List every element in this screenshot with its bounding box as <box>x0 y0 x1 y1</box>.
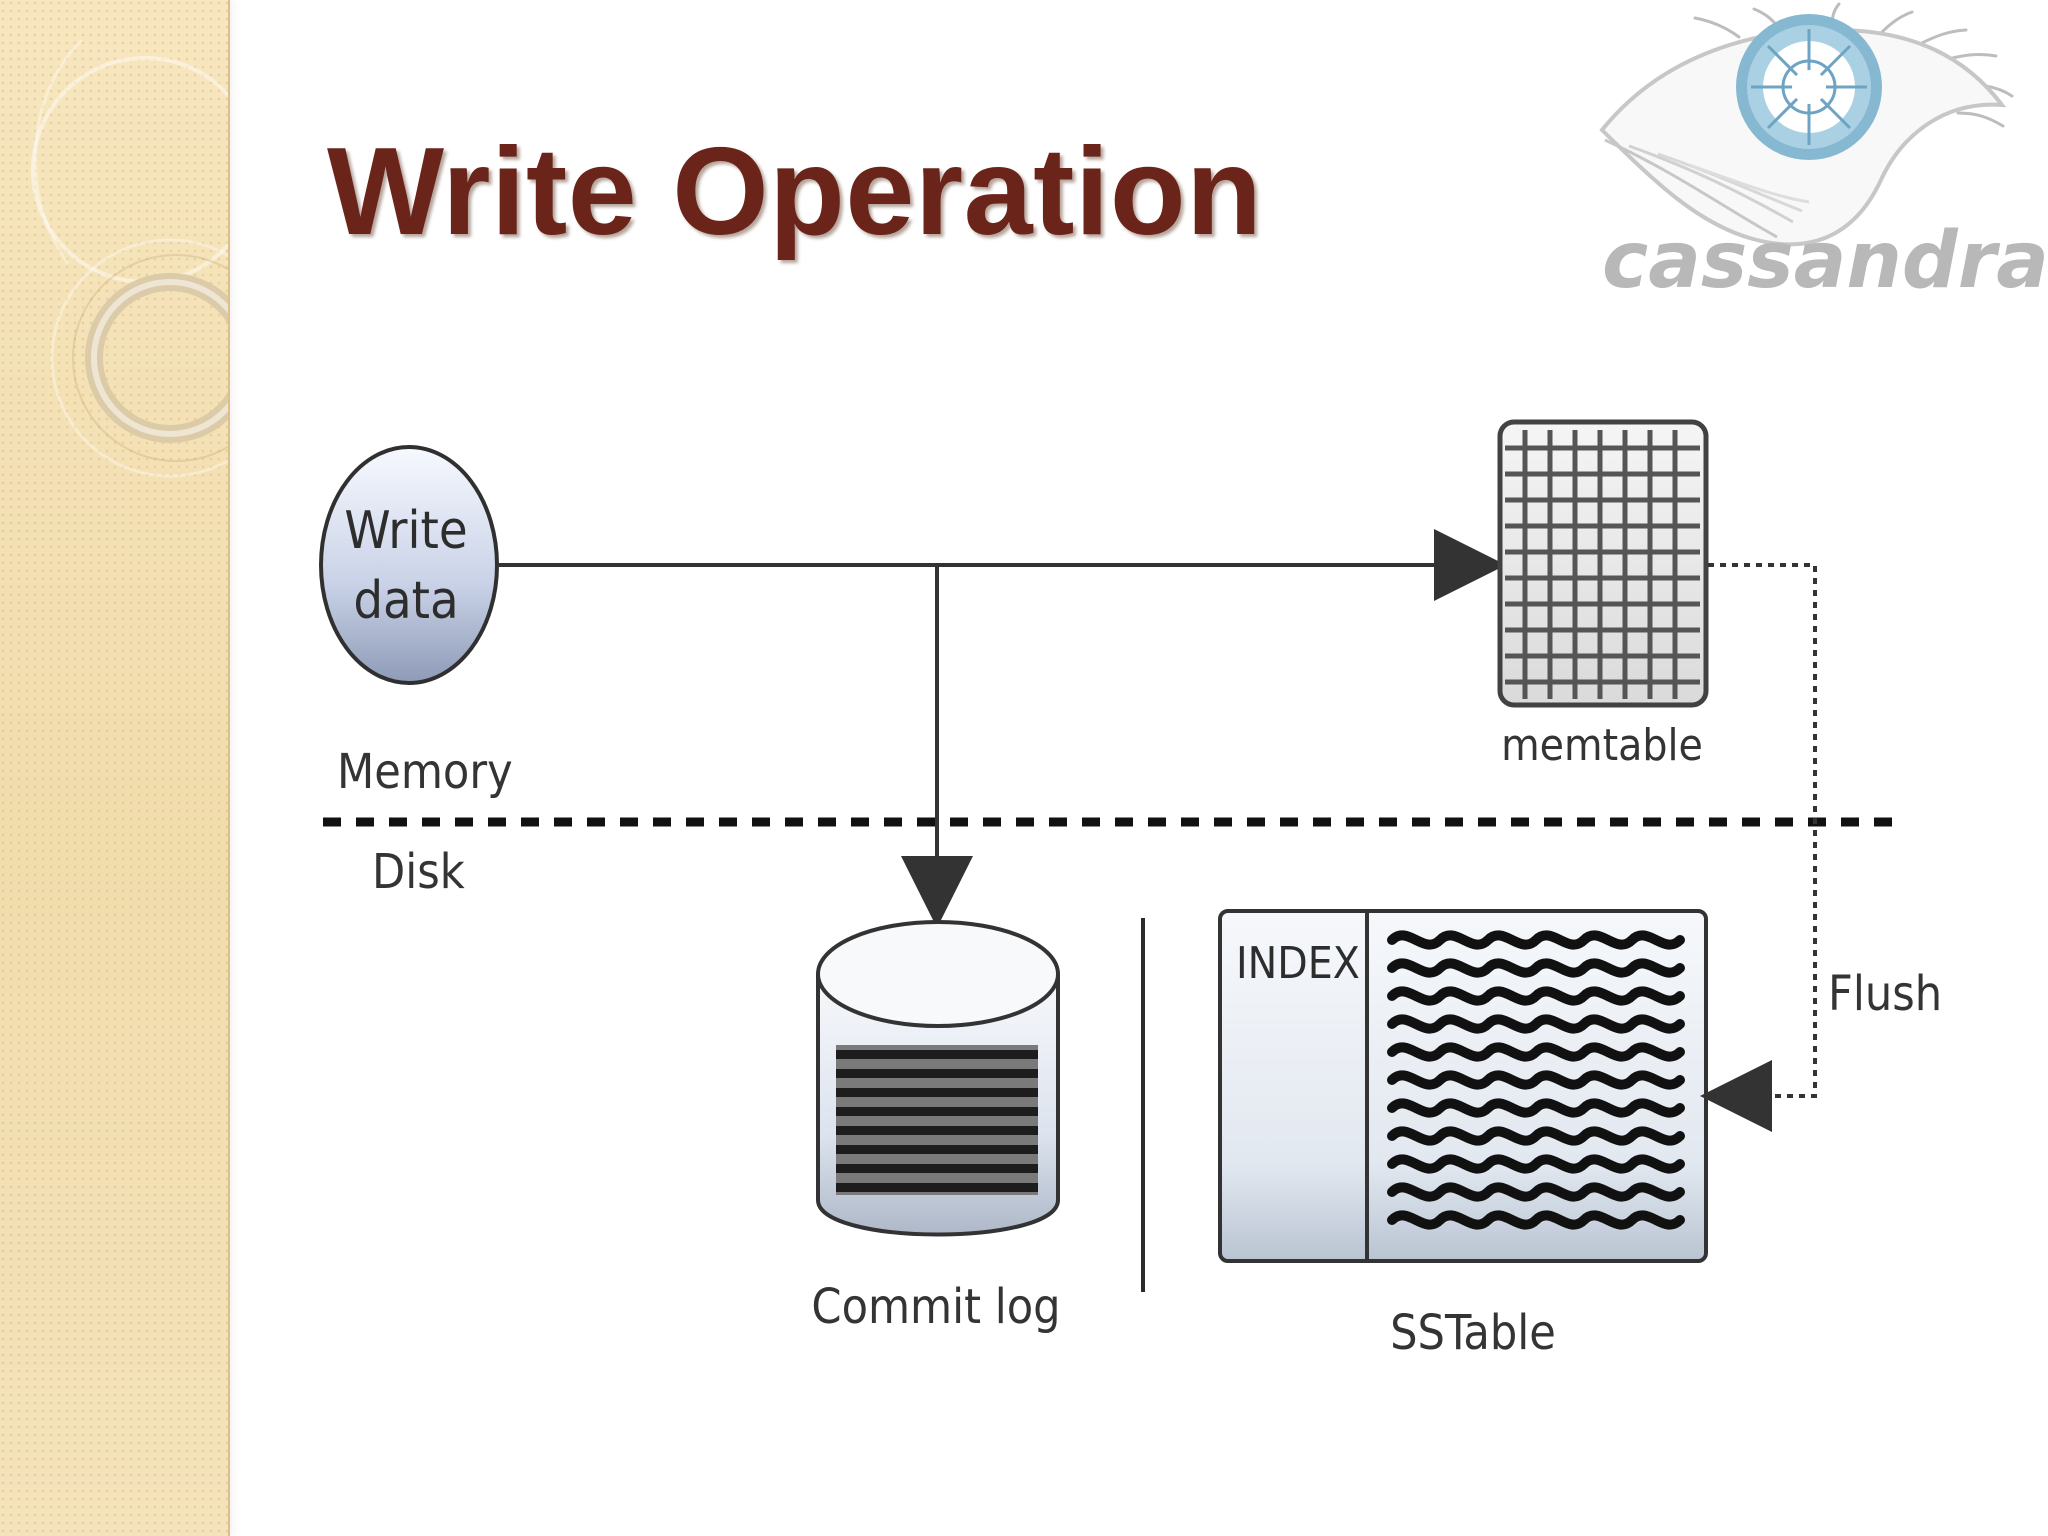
commit-log-label: Commit log <box>811 1279 1060 1335</box>
slide-title: Write Operation <box>327 123 1263 261</box>
cassandra-eye-icon <box>1599 14 2007 247</box>
write-data-label-line1: Write <box>344 501 467 561</box>
memtable-label: memtable <box>1501 720 1703 771</box>
commit-log-node: Commit log <box>811 920 1061 1335</box>
left-decorative-sidebar <box>0 0 230 1536</box>
write-data-label-line2: data <box>353 571 458 631</box>
memtable-node: memtable <box>1497 419 1709 771</box>
sstable-node: INDEX SSTable <box>1218 909 1708 1361</box>
write-arrows <box>497 529 1506 928</box>
flush-path: Flush <box>1700 563 1942 1132</box>
sstable-index-block-icon <box>1218 909 1708 1263</box>
cassandra-logo-text: cassandra <box>1602 216 2048 306</box>
memory-disk-separator: Memory Disk <box>323 744 1900 900</box>
memtable-grid-icon <box>1497 419 1709 708</box>
write-data-node: Write data <box>319 445 499 685</box>
sstable-wavy-data-icon <box>1387 930 1685 1230</box>
cassandra-logo: cassandra <box>1594 2 2048 308</box>
sstable-label: SSTable <box>1390 1305 1556 1361</box>
disk-label: Disk <box>372 844 465 900</box>
flush-label: Flush <box>1828 966 1942 1022</box>
decorative-rings-icon <box>31 38 228 478</box>
sstable-index-label: INDEX <box>1236 938 1360 989</box>
commit-log-cylinder-icon <box>816 974 1060 1237</box>
memory-label: Memory <box>337 744 513 800</box>
write-data-circle-icon <box>319 445 499 685</box>
memtable-to-sstable-flush-arrow <box>1700 563 1817 1132</box>
